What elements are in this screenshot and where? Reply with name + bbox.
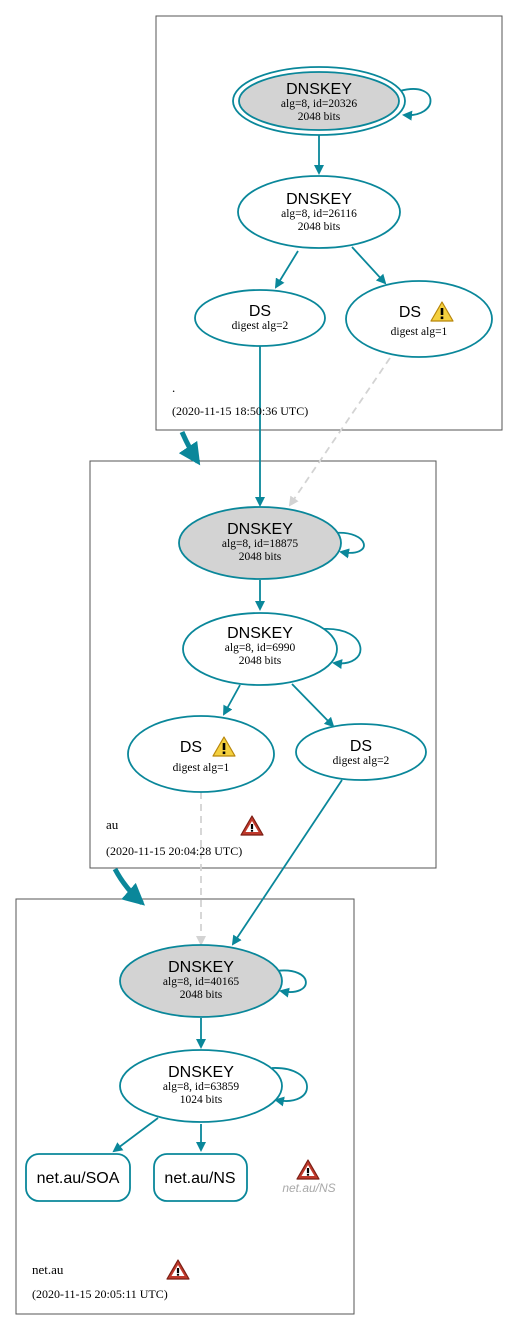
error-icon <box>240 815 264 836</box>
node-title: DNSKEY <box>227 521 293 538</box>
edge-self-net-ksk <box>275 969 307 998</box>
zone-root-time: (2020-11-15 18:50:36 UTC) <box>172 404 308 418</box>
zone-au-time: (2020-11-15 20:04:28 UTC) <box>106 844 242 858</box>
node-title: DS <box>249 303 271 320</box>
node-title: net.au/NS <box>282 1181 335 1195</box>
node-title: net.au/SOA <box>37 1170 120 1187</box>
node-detail: digest alg=2 <box>333 755 390 767</box>
node-net-ksk[interactable]: DNSKEY alg=8, id=40165 2048 bits <box>119 944 283 1018</box>
node-au-ksk[interactable]: DNSKEY alg=8, id=18875 2048 bits <box>178 506 342 580</box>
edge-self-au-zsk <box>321 628 362 669</box>
zone-netau-name: net.au <box>32 1262 64 1277</box>
node-au-ds1[interactable]: DS digest alg=1 <box>127 715 275 793</box>
node-title: net.au/NS <box>164 1170 235 1187</box>
zone-root-name: . <box>172 380 175 395</box>
node-net-ns[interactable]: net.au/NS <box>153 1153 248 1202</box>
node-root-ds1[interactable]: DS digest alg=1 <box>345 280 493 358</box>
edge-au-ds2-to-net-ksk <box>231 779 343 946</box>
node-title: DNSKEY <box>286 81 352 98</box>
node-size: 1024 bits <box>180 1094 223 1106</box>
zone-netau-box <box>15 898 355 1315</box>
node-detail: alg=8, id=26116 <box>281 208 357 220</box>
edge-au-zsk-to-ds2 <box>291 683 335 728</box>
node-size: 2048 bits <box>239 551 282 563</box>
node-root-zsk[interactable]: DNSKEY alg=8, id=26116 2048 bits <box>237 175 401 249</box>
node-detail: digest alg=1 <box>173 762 230 774</box>
node-title: DS <box>399 304 421 321</box>
edge-self-au-ksk <box>333 532 365 559</box>
node-net-ns-missing[interactable]: net.au/NS <box>282 1159 336 1195</box>
delegation-arrow-root-au <box>178 430 201 466</box>
edge-au-zsk-to-ds1 <box>223 684 241 716</box>
edge-root-zsk-to-ds1 <box>351 246 387 285</box>
node-title: DS <box>180 739 202 756</box>
node-title: DNSKEY <box>168 959 234 976</box>
node-au-ds2[interactable]: DS digest alg=2 <box>295 723 427 781</box>
node-size: 2048 bits <box>298 111 341 123</box>
node-detail: alg=8, id=40165 <box>163 976 239 988</box>
node-title: DS <box>350 738 372 755</box>
node-detail: alg=8, id=20326 <box>281 98 357 110</box>
node-title: DNSKEY <box>286 191 352 208</box>
node-detail: alg=8, id=63859 <box>163 1081 239 1093</box>
node-size: 2048 bits <box>180 989 223 1001</box>
node-title: DNSKEY <box>227 625 293 642</box>
node-net-soa[interactable]: net.au/SOA <box>25 1153 131 1202</box>
node-detail: alg=8, id=6990 <box>225 642 296 654</box>
error-icon <box>166 1259 190 1280</box>
node-net-zsk[interactable]: DNSKEY alg=8, id=63859 1024 bits <box>119 1049 283 1123</box>
zone-au-box <box>89 460 437 869</box>
edge-self-root-ksk <box>399 88 432 121</box>
node-root-ksk[interactable]: DNSKEY alg=8, id=20326 2048 bits <box>232 66 406 136</box>
node-root-ds2[interactable]: DS digest alg=2 <box>194 289 326 347</box>
node-size: 2048 bits <box>239 655 282 667</box>
edge-self-net-zsk <box>271 1067 308 1107</box>
delegation-arrow-au-netau <box>112 867 145 906</box>
edge-root-ds1-to-au-ksk <box>288 357 391 507</box>
zone-netau-time: (2020-11-15 20:05:11 UTC) <box>32 1287 168 1301</box>
node-au-zsk[interactable]: DNSKEY alg=8, id=6990 2048 bits <box>182 612 338 686</box>
node-title: DNSKEY <box>168 1064 234 1081</box>
edge-net-zsk-to-soa <box>112 1117 159 1153</box>
edge-root-zsk-to-ds2 <box>274 250 299 289</box>
error-icon <box>296 1159 320 1180</box>
zone-root-box <box>155 15 503 431</box>
node-size: 2048 bits <box>298 221 341 233</box>
node-detail: alg=8, id=18875 <box>222 538 298 550</box>
node-detail: digest alg=1 <box>391 326 448 338</box>
zone-au-name: au <box>106 817 119 832</box>
node-detail: digest alg=2 <box>232 320 289 332</box>
